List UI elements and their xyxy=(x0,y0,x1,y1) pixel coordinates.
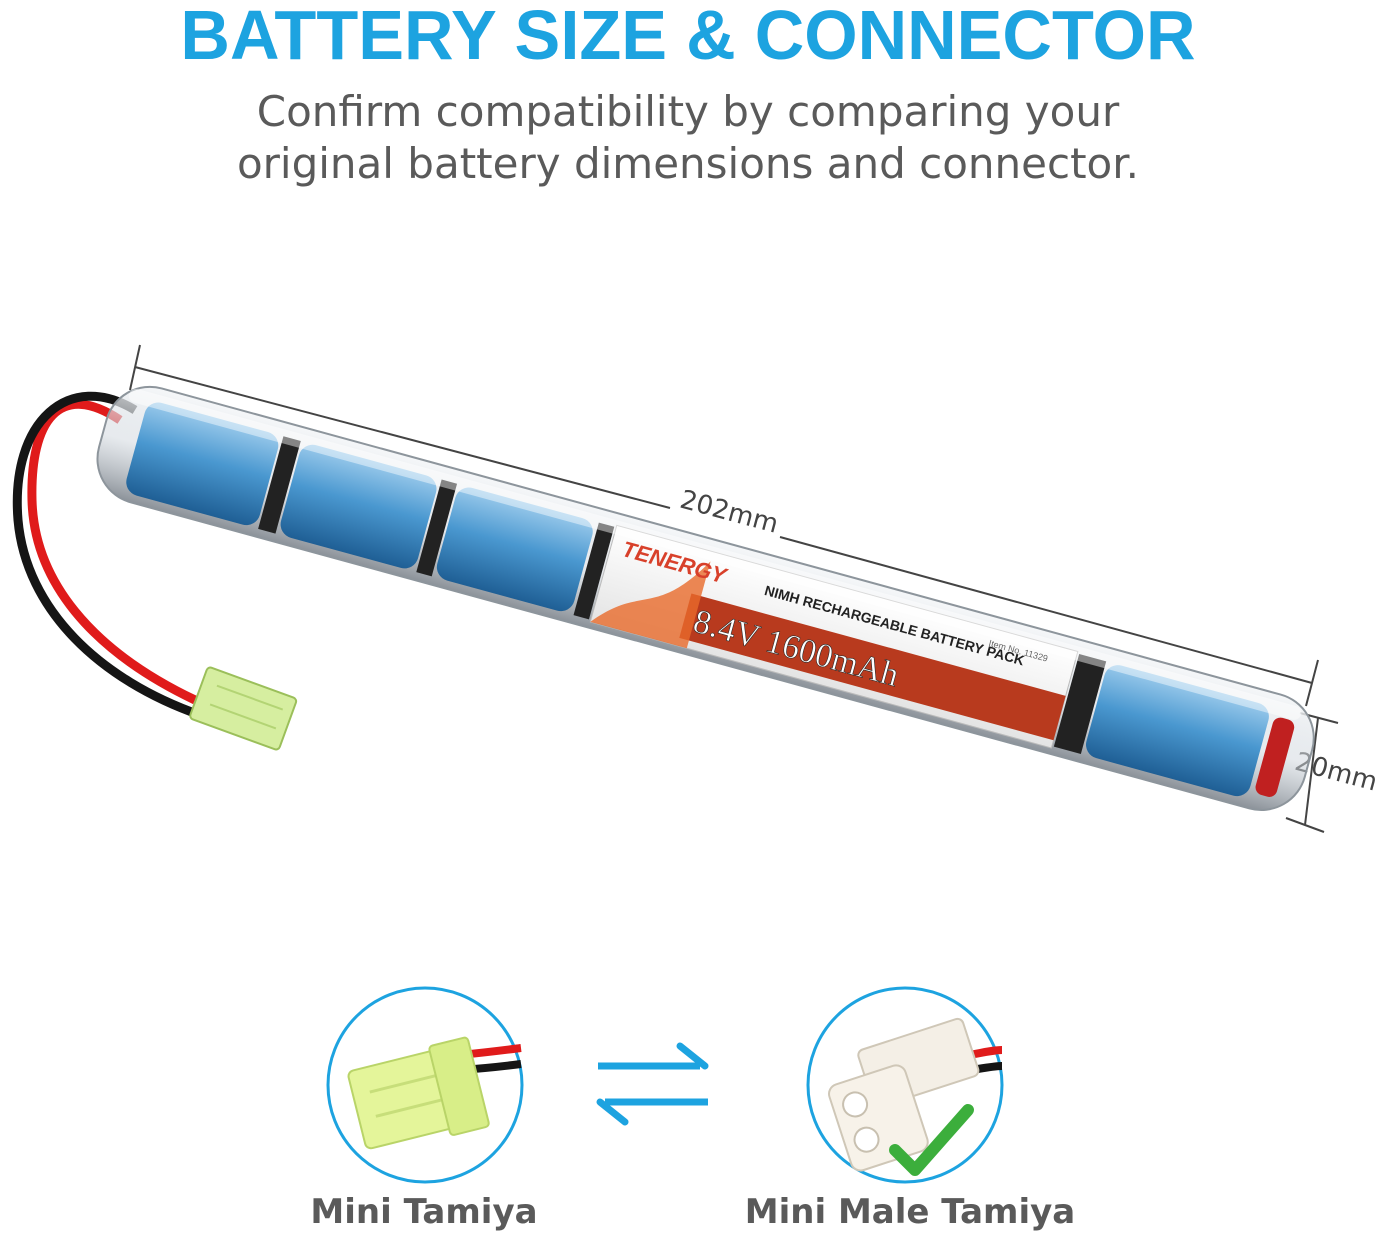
battery-wires xyxy=(12,391,202,720)
battery-pack: TENERGY NIMH RECHARGEABLE BATTERY PACK I… xyxy=(96,385,1315,811)
mini-male-tamiya-connector xyxy=(806,986,1004,1184)
checkmark-icon xyxy=(889,1104,974,1176)
length-label: 202mm xyxy=(677,485,782,540)
mini-tamiya-connector xyxy=(326,986,524,1184)
subtitle-line-2: original battery dimensions and connecto… xyxy=(236,139,1140,188)
subtitle-line-1: Confirm compatibility by comparing your xyxy=(256,87,1120,136)
tamiya-plug xyxy=(189,666,298,751)
page-title: BATTERY SIZE & CONNECTOR xyxy=(180,0,1196,74)
bidirectional-arrows-icon xyxy=(596,1042,709,1126)
mini-male-tamiya-label: Mini Male Tamiya xyxy=(744,1192,1076,1232)
mini-tamiya-label: Mini Tamiya xyxy=(310,1192,538,1232)
